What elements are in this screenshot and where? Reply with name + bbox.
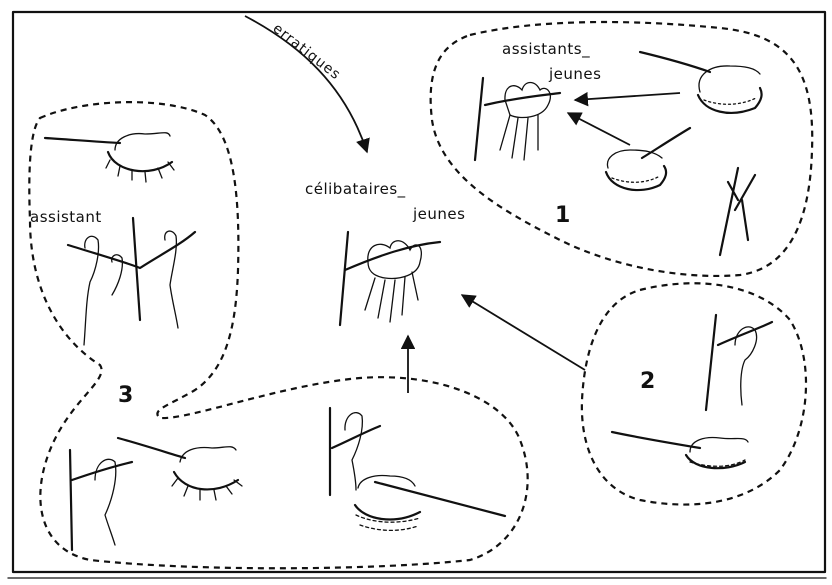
label-celibataires: célibataires_ — [305, 180, 406, 199]
label-jeunes-center: jeunes — [412, 205, 465, 223]
label-group-1: 1 — [555, 203, 570, 228]
label-jeunes-top: jeunes — [548, 65, 601, 83]
label-assistants: assistants_ — [502, 40, 590, 59]
label-group-2: 2 — [640, 369, 655, 394]
label-group-3: 3 — [118, 383, 133, 408]
label-assistant: assistant — [30, 208, 102, 226]
